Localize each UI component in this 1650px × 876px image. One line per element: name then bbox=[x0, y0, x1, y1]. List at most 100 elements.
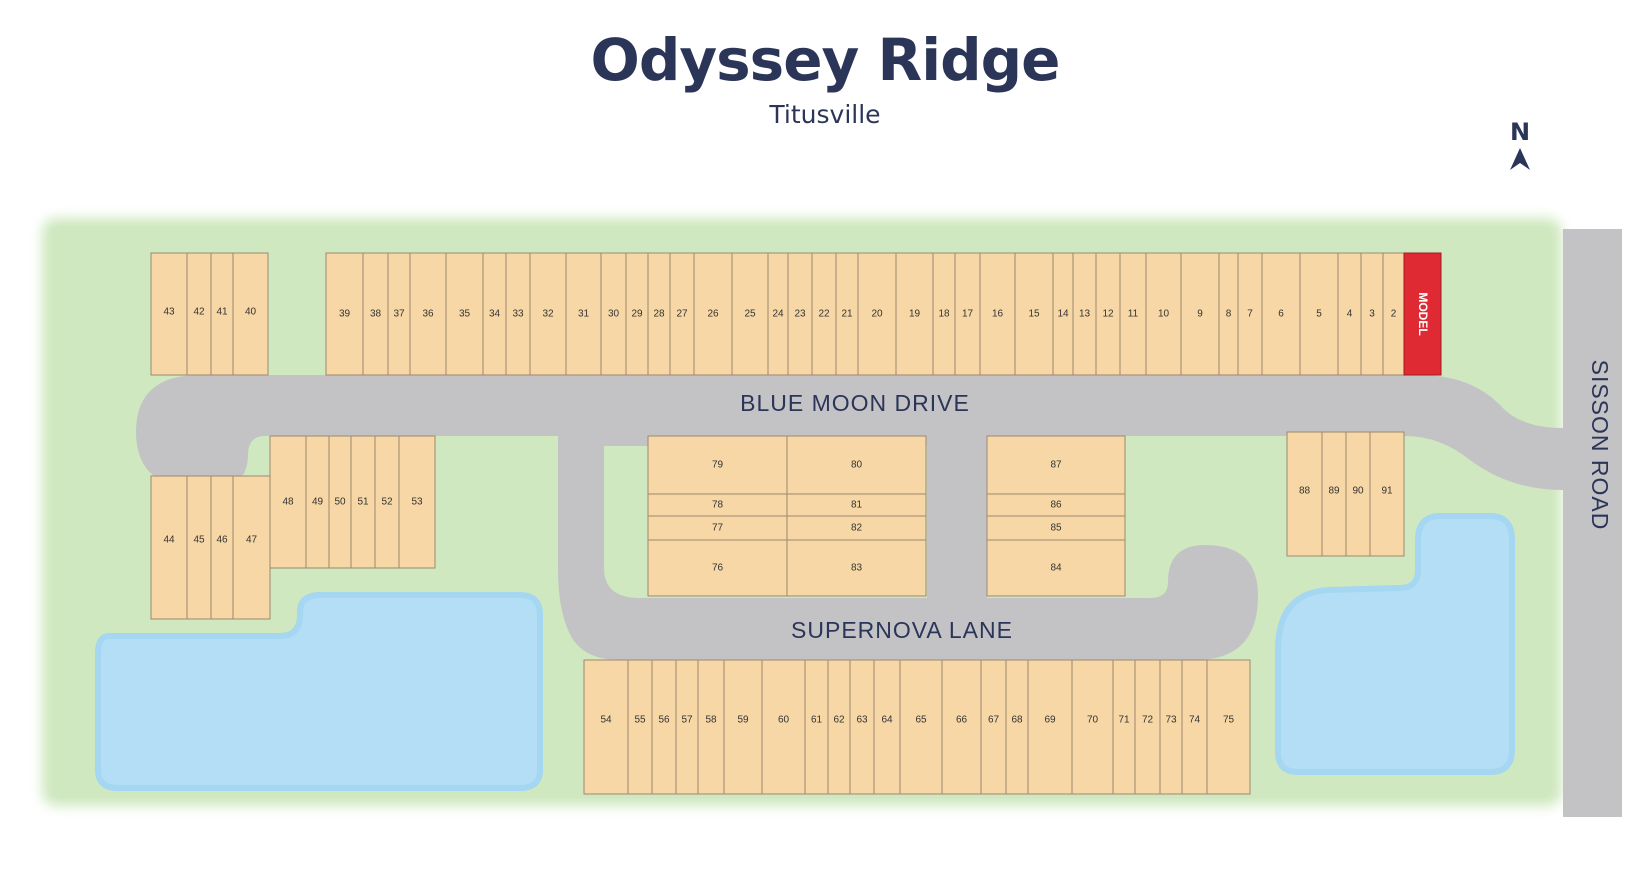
lot-74[interactable] bbox=[1181, 659, 1208, 795]
lot-80[interactable] bbox=[786, 435, 927, 495]
lot-88[interactable] bbox=[1286, 431, 1323, 557]
lot-45[interactable] bbox=[186, 475, 212, 620]
lot-16[interactable] bbox=[979, 252, 1016, 376]
lot-number-70: 70 bbox=[1087, 715, 1099, 726]
lot-5[interactable] bbox=[1299, 252, 1339, 376]
north-label: N bbox=[1509, 118, 1531, 146]
lot-89[interactable] bbox=[1321, 431, 1347, 557]
lot-number-31: 31 bbox=[578, 309, 590, 320]
lot-39[interactable] bbox=[325, 252, 364, 376]
lot-73[interactable] bbox=[1159, 659, 1183, 795]
lot-number-34: 34 bbox=[489, 309, 501, 320]
lot-27[interactable] bbox=[669, 252, 695, 376]
lot-59[interactable] bbox=[723, 659, 763, 795]
lot-85[interactable] bbox=[986, 515, 1126, 541]
model-home-lot[interactable] bbox=[1403, 252, 1442, 376]
lot-number-48: 48 bbox=[282, 497, 294, 508]
lot-71[interactable] bbox=[1112, 659, 1136, 795]
lot-number-23: 23 bbox=[794, 309, 806, 320]
lot-25[interactable] bbox=[731, 252, 769, 376]
lot-number-63: 63 bbox=[856, 715, 868, 726]
lot-number-10: 10 bbox=[1158, 309, 1170, 320]
lot-66[interactable] bbox=[941, 659, 982, 795]
lot-number-44: 44 bbox=[163, 535, 175, 546]
lot-82[interactable] bbox=[786, 515, 927, 541]
lot-79[interactable] bbox=[647, 435, 788, 495]
lot-58[interactable] bbox=[697, 659, 725, 795]
lot-52[interactable] bbox=[374, 435, 400, 569]
lot-90[interactable] bbox=[1345, 431, 1371, 557]
lot-number-82: 82 bbox=[851, 523, 863, 534]
lot-number-62: 62 bbox=[833, 715, 845, 726]
lot-56[interactable] bbox=[651, 659, 677, 795]
model-home-label: MODEL bbox=[1416, 292, 1430, 335]
blue-moon-drive-label: BLUE MOON DRIVE bbox=[740, 390, 970, 416]
lot-60[interactable] bbox=[761, 659, 806, 795]
lot-91[interactable] bbox=[1369, 431, 1405, 557]
lot-64[interactable] bbox=[873, 659, 901, 795]
lot-67[interactable] bbox=[980, 659, 1007, 795]
lot-76[interactable] bbox=[647, 539, 788, 597]
lot-number-38: 38 bbox=[370, 309, 382, 320]
lot-number-15: 15 bbox=[1028, 309, 1040, 320]
lot-62[interactable] bbox=[827, 659, 851, 795]
lot-number-76: 76 bbox=[712, 563, 724, 574]
lot-68[interactable] bbox=[1005, 659, 1029, 795]
lot-46[interactable] bbox=[210, 475, 234, 620]
lot-44[interactable] bbox=[150, 475, 188, 620]
lot-47[interactable] bbox=[232, 475, 271, 620]
lot-number-85: 85 bbox=[1050, 523, 1062, 534]
lot-number-89: 89 bbox=[1328, 486, 1340, 497]
lot-35[interactable] bbox=[445, 252, 484, 376]
lot-number-24: 24 bbox=[772, 309, 784, 320]
lot-number-22: 22 bbox=[818, 309, 830, 320]
lot-7[interactable] bbox=[1237, 252, 1263, 376]
lot-31[interactable] bbox=[565, 252, 602, 376]
lot-83[interactable] bbox=[786, 539, 927, 597]
lot-17[interactable] bbox=[954, 252, 981, 376]
lot-72[interactable] bbox=[1134, 659, 1161, 795]
lot-number-58: 58 bbox=[705, 715, 717, 726]
lot-55[interactable] bbox=[627, 659, 653, 795]
lot-43[interactable] bbox=[150, 252, 188, 376]
lot-9[interactable] bbox=[1180, 252, 1220, 376]
lot-84[interactable] bbox=[986, 539, 1126, 597]
lot-69[interactable] bbox=[1027, 659, 1073, 795]
lot-26[interactable] bbox=[693, 252, 733, 376]
lot-number-73: 73 bbox=[1165, 715, 1177, 726]
lot-number-39: 39 bbox=[339, 309, 351, 320]
lot-61[interactable] bbox=[804, 659, 829, 795]
lot-number-20: 20 bbox=[871, 309, 883, 320]
lot-40[interactable] bbox=[232, 252, 269, 376]
lot-38[interactable] bbox=[362, 252, 389, 376]
lot-number-2: 2 bbox=[1391, 309, 1397, 320]
sisson-road bbox=[1563, 229, 1622, 817]
lot-75[interactable] bbox=[1206, 659, 1251, 795]
lot-23[interactable] bbox=[787, 252, 813, 376]
lot-number-74: 74 bbox=[1189, 715, 1201, 726]
lot-number-40: 40 bbox=[245, 307, 257, 318]
lot-51[interactable] bbox=[350, 435, 376, 569]
lot-70[interactable] bbox=[1071, 659, 1114, 795]
lot-number-87: 87 bbox=[1050, 460, 1062, 471]
lot-57[interactable] bbox=[675, 659, 699, 795]
lot-number-55: 55 bbox=[634, 715, 646, 726]
lot-48[interactable] bbox=[269, 435, 307, 569]
lot-number-65: 65 bbox=[915, 715, 927, 726]
lot-12[interactable] bbox=[1095, 252, 1121, 376]
lot-36[interactable] bbox=[409, 252, 447, 376]
lot-number-91: 91 bbox=[1381, 486, 1393, 497]
page-subtitle: Titusville bbox=[769, 100, 881, 129]
lot-number-50: 50 bbox=[334, 497, 346, 508]
lot-54[interactable] bbox=[583, 659, 629, 795]
lot-63[interactable] bbox=[849, 659, 875, 795]
lot-19[interactable] bbox=[895, 252, 934, 376]
lot-53[interactable] bbox=[398, 435, 436, 569]
lot-65[interactable] bbox=[899, 659, 943, 795]
lot-number-28: 28 bbox=[653, 309, 665, 320]
lot-33[interactable] bbox=[505, 252, 531, 376]
lot-number-18: 18 bbox=[938, 309, 950, 320]
